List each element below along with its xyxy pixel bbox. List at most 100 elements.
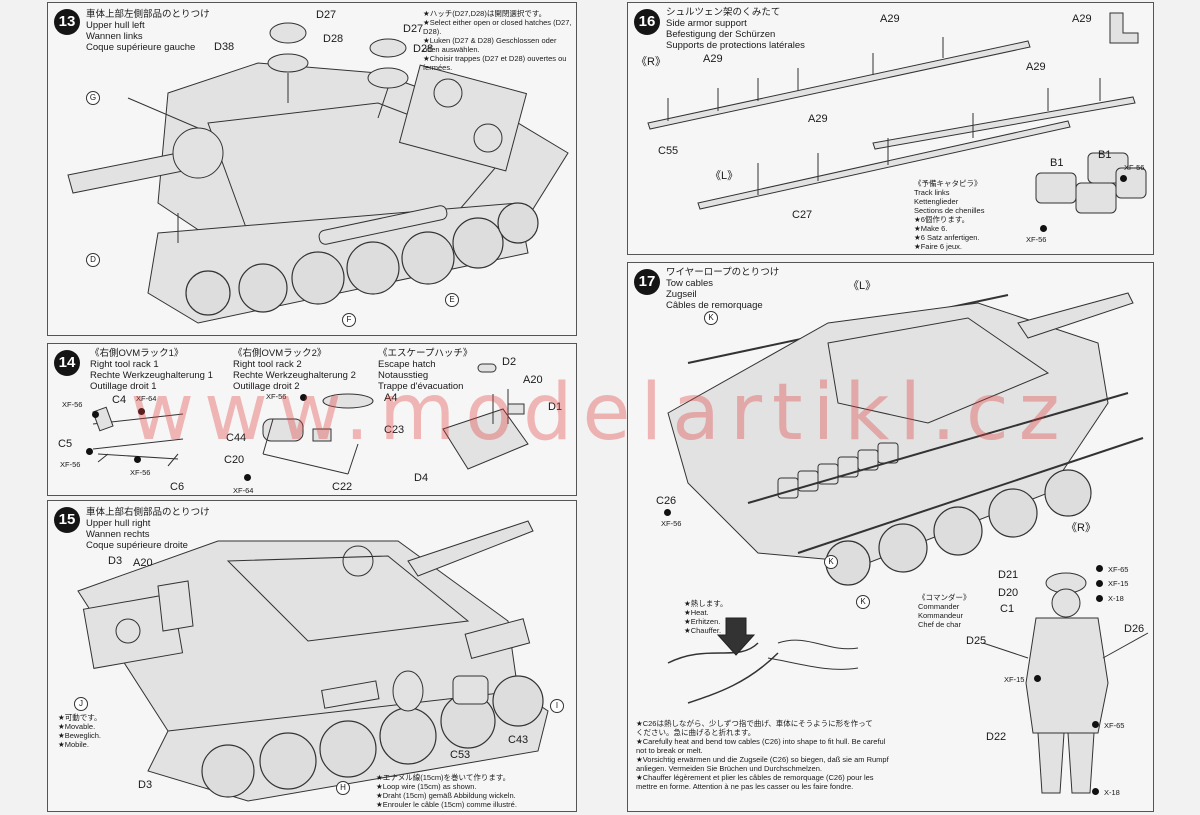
callout-circle: F	[342, 313, 356, 327]
part-label: A4	[384, 392, 398, 404]
heat-de: ★Erhitzen.	[684, 617, 721, 626]
movable-note: ★可動です。 ★Movable. ★Beweglich. ★Mobile.	[58, 713, 101, 749]
part-label: D28	[323, 33, 344, 45]
part-label: D1	[548, 401, 563, 413]
part-label: C20	[224, 454, 245, 466]
paint-dot	[134, 456, 141, 463]
part-label: C5	[58, 438, 73, 450]
step-15-title-en: Upper hull right	[86, 518, 151, 529]
part-label: D20	[998, 587, 1019, 599]
step-15-title-jp: 車体上部右側部品のとりつけ	[86, 507, 210, 518]
step-17-title-fr: Câbles de remorquage	[666, 300, 763, 311]
part-label: C55	[658, 145, 679, 157]
rack-1-de: Rechte Werkzeughalterung 1	[90, 370, 213, 381]
callout-circle: H	[336, 781, 350, 795]
hatch-note-en: ★Select either open or closed hatches (D…	[423, 18, 572, 36]
step-16-panel: 16 シュルツェン架のくみたて Side armor support Befes…	[627, 2, 1154, 255]
paint-label: XF-65	[1108, 565, 1129, 574]
make-six-fr: ★Faire 6 jeux.	[914, 242, 962, 251]
step-17-title-en: Tow cables	[666, 278, 713, 289]
paint-label: XF-56	[130, 468, 151, 477]
callout-circle: E	[445, 293, 459, 307]
step-16-title-jp: シュルツェン架のくみたて	[666, 7, 781, 18]
part-label: A29	[1026, 61, 1046, 73]
rack-2-fr: Outillage droit 2	[233, 381, 300, 392]
left-mark: 《L》	[848, 280, 877, 292]
c26-note-line: ★Vorsichtig erwärmen und die Zugseile (C…	[636, 755, 889, 764]
rack-2-de: Rechte Werkzeughalterung 2	[233, 370, 356, 381]
rack-1-title: 《右側OVMラック1》 Right tool rack 1 Rechte Wer…	[90, 348, 213, 392]
part-label: B1	[1098, 149, 1112, 161]
movable-en: ★Movable.	[58, 722, 96, 731]
paint-dot	[244, 474, 251, 481]
part-label: D3	[138, 779, 153, 791]
rack-2-en: Right tool rack 2	[233, 359, 302, 370]
paint-label: XF-65	[1104, 721, 1125, 730]
c26-note-line: ください。急に曲げると折れます。	[636, 728, 756, 737]
heat-fr: ★Chauffer.	[684, 626, 722, 635]
callout-circle: K	[704, 311, 718, 325]
step-15-panel: 15 車体上部右側部品のとりつけ Upper hull right Wannen…	[47, 500, 577, 812]
part-label: A29	[808, 113, 828, 125]
loop-jp: ★エナメル線(15cm)を巻いて作ります。	[376, 773, 511, 782]
step-16-title-de: Befestigung der Schürzen	[666, 29, 776, 40]
commander-fr: Chef de char	[918, 620, 961, 629]
escape-hatch-de: Notausstieg	[378, 370, 429, 381]
make-six-jp: ★6個作ります。	[914, 215, 970, 224]
step-17-hull-drawing	[667, 292, 1149, 794]
paint-label: XF-15	[1108, 579, 1129, 588]
left-mark: 《L》	[710, 170, 739, 182]
step-17-panel: 17 ワイヤーロープのとりつけ Tow cables Zugseil Câble…	[627, 262, 1154, 812]
part-label: D2	[502, 356, 517, 368]
paint-dot	[92, 411, 99, 418]
movable-fr: ★Mobile.	[58, 740, 89, 749]
part-label: C23	[384, 424, 405, 436]
paint-dot	[1092, 721, 1099, 728]
paint-label: X-18	[1108, 594, 1124, 603]
step-14-racks-drawing	[92, 363, 529, 475]
c26-note-line: ★Carefully heat and bend tow cables (C26…	[636, 737, 886, 746]
paint-label: XF-56	[1124, 163, 1145, 172]
paint-dot	[300, 394, 307, 401]
loop-fr: ★Enrouler le câble (15cm) comme illustré…	[376, 800, 517, 809]
paint-dot	[138, 408, 145, 415]
paint-dot	[664, 509, 671, 516]
commander-jp: 《コマンダー》	[918, 593, 971, 602]
step-15-hull-drawing	[77, 520, 549, 802]
part-label: A29	[703, 53, 723, 65]
part-label: C22	[332, 481, 353, 493]
part-label: D27	[316, 9, 337, 21]
escape-hatch-jp: 《エスケープハッチ》	[378, 348, 473, 359]
step-14-panel: 14 《右側OVMラック1》 Right tool rack 1 Rechte …	[47, 343, 577, 496]
rack-2-jp: 《右側OVMラック2》	[233, 348, 327, 359]
part-label: D4	[414, 472, 429, 484]
step-15-title-de: Wannen rechts	[86, 529, 150, 540]
part-label: A29	[880, 13, 900, 25]
paint-label: XF-56	[266, 392, 287, 401]
paint-dot	[1096, 580, 1103, 587]
hatch-note-fr: ★Choisir trappes (D27 et D28) ouvertes o…	[423, 54, 567, 72]
part-label: B1	[1050, 157, 1064, 169]
rack-2-title: 《右側OVMラック2》 Right tool rack 2 Rechte Wer…	[233, 348, 356, 392]
paint-label: XF-56	[661, 519, 682, 528]
c26-note-line: ★Chauffer légèrement et plier les câbles…	[636, 773, 874, 782]
step-17-number: 17	[634, 269, 660, 295]
commander-title: 《コマンダー》 Commander Kommandeur Chef de cha…	[918, 593, 971, 629]
c26-note: ★C26は熱しながら、少しずつ指で曲げ、車体にそうように形を作って ください。急…	[636, 719, 889, 791]
callout-circle: G	[86, 91, 100, 105]
step-16-title-fr: Supports de protections latérales	[666, 40, 805, 51]
step-17-title-jp: ワイヤーロープのとりつけ	[666, 267, 780, 278]
escape-hatch-en: Escape hatch	[378, 359, 436, 370]
step-15-title: 車体上部右側部品のとりつけ Upper hull right Wannen re…	[86, 507, 210, 551]
step-13-title-de: Wannen links	[86, 31, 143, 42]
paint-label: XF-64	[136, 394, 157, 403]
callout-circle: J	[74, 697, 88, 711]
rack-1-fr: Outillage droit 1	[90, 381, 157, 392]
track-links-en: Track links	[914, 188, 950, 197]
part-label: D25	[966, 635, 987, 647]
part-label: C1	[1000, 603, 1015, 615]
step-13-title-jp: 車体上部左側部品のとりつけ	[86, 9, 210, 20]
paint-label: X-18	[1104, 788, 1120, 797]
make-six-de: ★6 Satz anfertigen.	[914, 233, 980, 242]
heat-note: ★熱します。 ★Heat. ★Erhitzen. ★Chauffer.	[684, 599, 727, 635]
